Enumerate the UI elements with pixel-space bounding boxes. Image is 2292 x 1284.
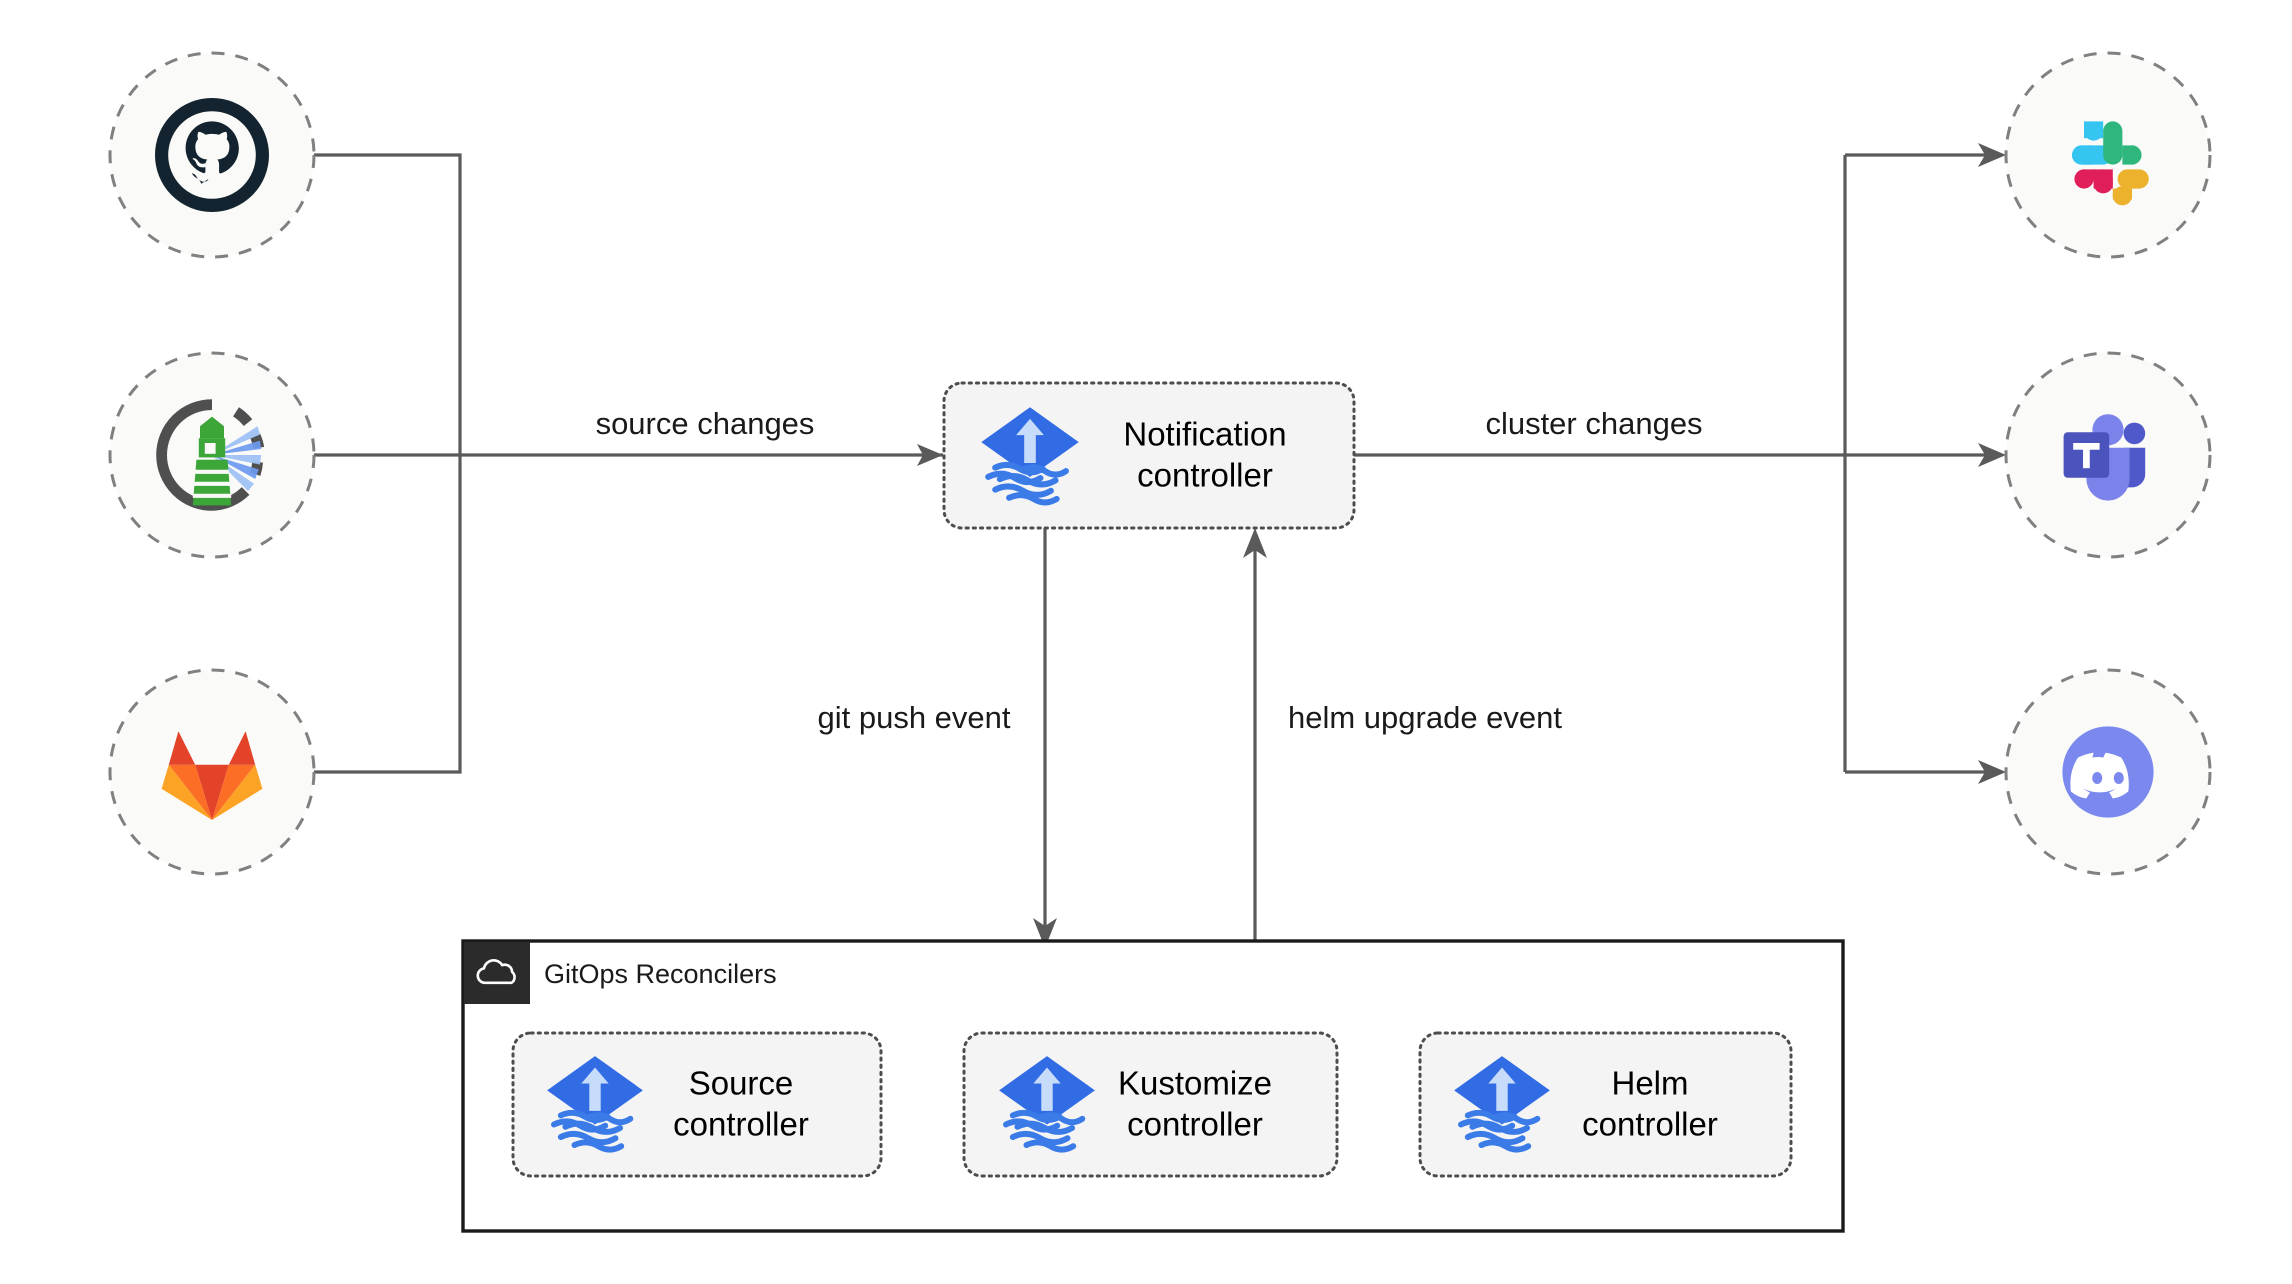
arrowhead-source-changes xyxy=(917,444,943,466)
arrowhead-helm-upgrade-event xyxy=(1243,528,1267,558)
edge-label-git-push-event: git push event xyxy=(817,700,1010,735)
arrowhead-teams xyxy=(1978,443,2006,467)
source-node-gitlab[interactable] xyxy=(108,668,316,876)
gitops-reconcilers-tab xyxy=(464,942,530,1004)
destination-nodes xyxy=(2004,51,2212,876)
destination-node-slack[interactable] xyxy=(2004,51,2212,259)
helm-controller-label-line1: Helm xyxy=(1611,1065,1688,1102)
arrowhead-slack xyxy=(1978,143,2006,167)
kustomize-controller-label-line2: controller xyxy=(1127,1106,1263,1143)
edge-label-source-changes: source changes xyxy=(596,406,815,441)
source-controller-label-line1: Source xyxy=(689,1065,794,1102)
source-controller-node[interactable]: Source controller xyxy=(511,1031,883,1178)
edge-label-helm-upgrade-event: helm upgrade event xyxy=(1288,700,1562,735)
notification-controller-label-line2: controller xyxy=(1137,457,1273,494)
kustomize-controller-label-line1: Kustomize xyxy=(1118,1065,1272,1102)
notification-controller-node[interactable]: Notification controller xyxy=(942,381,1356,530)
edge-gitlab-to-trunk xyxy=(312,455,462,774)
edge-label-cluster-changes: cluster changes xyxy=(1485,406,1702,441)
gitops-reconcilers-group: GitOps Reconcilers Source controller Kus… xyxy=(461,939,1845,1233)
arrowhead-git-push-event xyxy=(1033,918,1057,948)
destination-node-discord[interactable] xyxy=(2004,668,2212,876)
arrowhead-discord xyxy=(1978,760,2006,784)
gitops-reconcilers-title: GitOps Reconcilers xyxy=(544,959,777,989)
source-nodes xyxy=(108,51,316,876)
kustomize-controller-node[interactable]: Kustomize controller xyxy=(962,1031,1339,1178)
edge-github-to-trunk xyxy=(312,153,462,455)
helm-controller-label-line2: controller xyxy=(1582,1106,1718,1143)
edges-layer: source changes cluster changes git push … xyxy=(312,143,2006,1115)
source-node-github[interactable] xyxy=(108,51,316,259)
notification-controller-label-line1: Notification xyxy=(1123,416,1286,453)
source-node-flux[interactable] xyxy=(108,351,316,559)
github-node-circle xyxy=(108,51,316,259)
discord-icon xyxy=(2062,726,2154,818)
source-controller-label-line2: controller xyxy=(673,1106,809,1143)
destination-node-teams[interactable] xyxy=(2004,351,2212,559)
helm-controller-node[interactable]: Helm controller xyxy=(1418,1031,1793,1178)
